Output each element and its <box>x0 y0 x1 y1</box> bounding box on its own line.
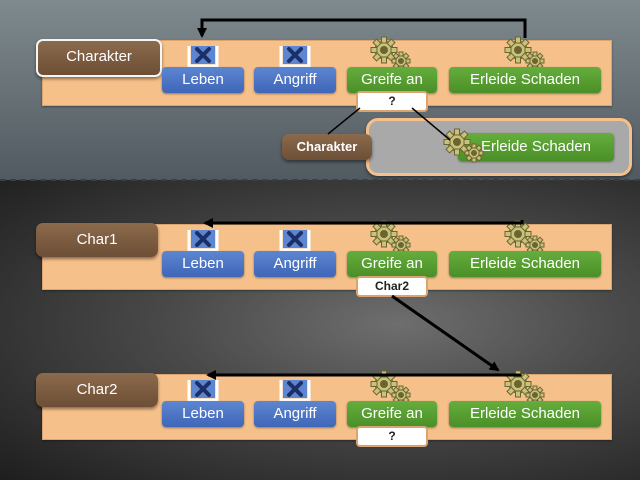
take-damage-button[interactable]: Erleide Schaden <box>449 251 601 277</box>
popup-take-damage-button[interactable]: Erleide Schaden <box>458 133 614 161</box>
parameter-field[interactable]: Char2 <box>356 276 428 297</box>
attack-button[interactable]: Angriff <box>254 401 336 427</box>
section-divider <box>0 179 640 181</box>
char2-tag[interactable]: Char2 <box>36 373 158 407</box>
callback-arrow <box>197 18 527 38</box>
attack-target-button[interactable]: Greife an <box>347 251 437 277</box>
char1-tag[interactable]: Char1 <box>36 223 158 257</box>
char2-return-arrow <box>206 370 522 380</box>
attack-target-button[interactable]: Greife an <box>347 67 437 93</box>
life-button[interactable]: Leben <box>162 401 244 427</box>
life-button[interactable]: Leben <box>162 67 244 93</box>
popup-connector-right <box>411 107 451 141</box>
life-button[interactable]: Leben <box>162 251 244 277</box>
character-tag[interactable]: Charakter <box>36 39 162 77</box>
take-damage-button[interactable]: Erleide Schaden <box>449 401 601 427</box>
popup-character-tag[interactable]: Charakter <box>282 134 372 160</box>
char1-return-arrow <box>203 218 524 228</box>
take-damage-button[interactable]: Erleide Schaden <box>449 67 601 93</box>
char2-call-arrow <box>391 294 500 372</box>
attack-button[interactable]: Angriff <box>254 67 336 93</box>
attack-target-button[interactable]: Greife an <box>347 401 437 427</box>
attack-button[interactable]: Angriff <box>254 251 336 277</box>
popup-connector-left <box>327 107 361 135</box>
parameter-field[interactable]: ? <box>356 426 428 447</box>
parameter-field[interactable]: ? <box>356 91 428 112</box>
